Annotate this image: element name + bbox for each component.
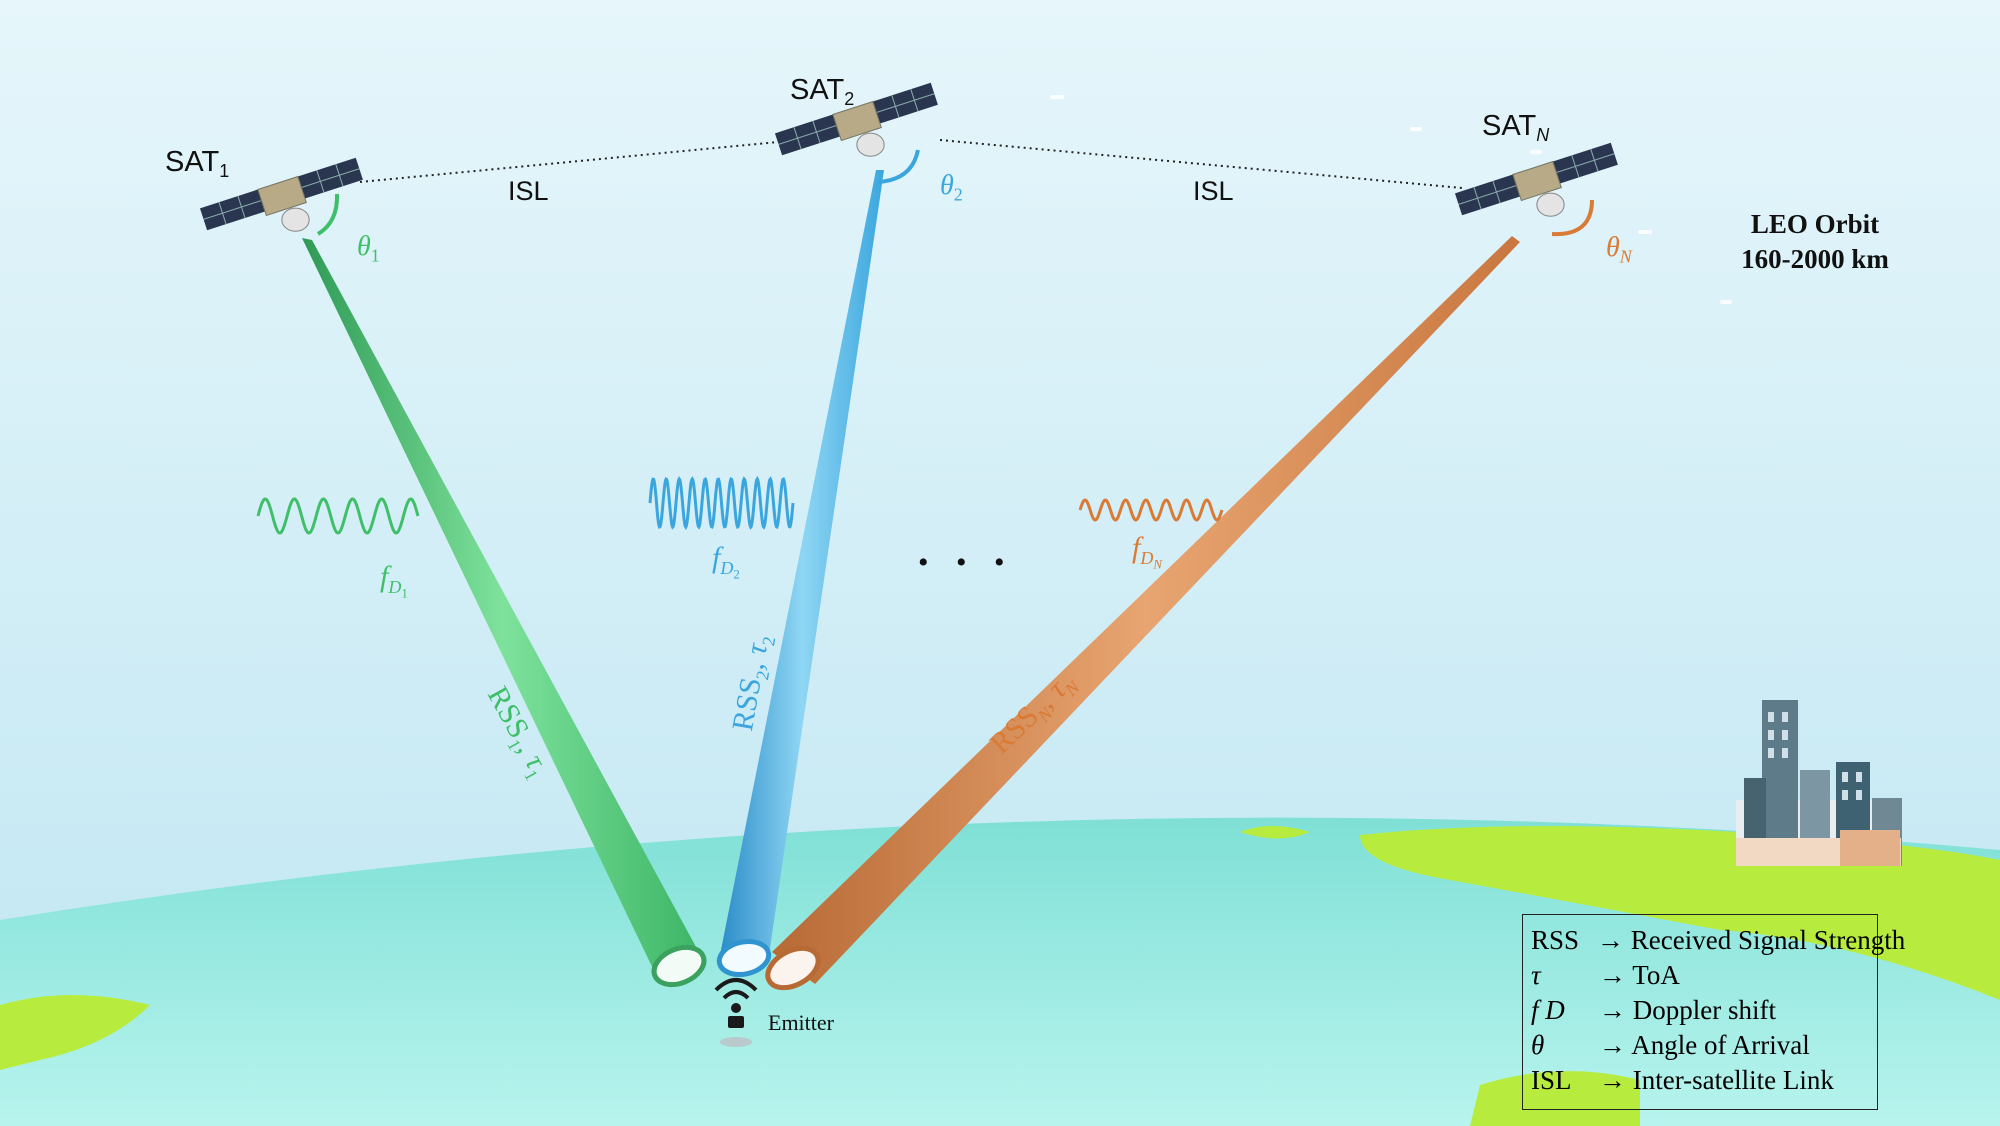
emitter-label: Emitter	[768, 1010, 834, 1035]
earth-land-bottom	[1470, 1071, 1640, 1126]
theta-2-label: θ2	[940, 170, 963, 205]
doppler-wave-2	[648, 475, 795, 531]
legend-symbol: ISL	[1531, 1065, 1572, 1095]
earth-land-right	[1360, 826, 2000, 1000]
legend-symbol: RSS	[1531, 925, 1580, 955]
doppler-wave-1	[256, 497, 420, 535]
legend-description: → Angle of Arrival	[1599, 1030, 1810, 1060]
orbit-altitude: 160-2000 km	[1741, 244, 1889, 275]
isl-label-2: ISL	[1193, 176, 1234, 206]
beam-2-end	[716, 939, 772, 977]
legend-row-rss: RSS → Received Signal Strength	[1523, 921, 1905, 956]
doppler-label-n: fDN	[1132, 531, 1163, 572]
sat-2-label: SAT2	[790, 74, 855, 109]
legend-row-tau: τ → ToA	[1523, 956, 1877, 991]
legend-description: → Doppler shift	[1599, 995, 1776, 1025]
isl-label-1: ISL	[508, 176, 549, 206]
legend-symbol: f D	[1531, 995, 1565, 1025]
legend-row-isl: ISL → Inter-satellite Link	[1523, 1061, 1877, 1096]
legend-box: RSS → Received Signal Strength τ → ToA f…	[1522, 914, 1905, 1110]
orbit-label: LEO Orbit 160-2000 km	[1720, 207, 1910, 277]
sat-n-label: SATN	[1482, 110, 1550, 145]
earth-land-left	[0, 995, 150, 1070]
legend-description: → ToA	[1599, 960, 1680, 990]
isl-link-1-2	[359, 141, 779, 183]
doppler-label-1: fD1	[380, 560, 408, 601]
legend-row-doppler: f D → Doppler shift	[1523, 991, 1877, 1026]
sat-1-label: SAT1	[165, 146, 230, 181]
doppler-wave-n	[1078, 498, 1224, 522]
beam-sat-2	[720, 170, 884, 962]
angle-arc-2	[877, 149, 920, 184]
beam-sat-n	[772, 236, 1520, 984]
legend-description: → Inter-satellite Link	[1599, 1065, 1834, 1095]
doppler-label-2: fD2	[712, 541, 740, 582]
angle-arc-n	[1551, 199, 1594, 237]
beam-1-end	[651, 944, 707, 988]
beam-n-end	[765, 945, 821, 991]
legend-symbol: θ	[1531, 1030, 1545, 1060]
earth-ocean	[0, 817, 2000, 1126]
orbit-name: LEO Orbit	[1750, 209, 1880, 239]
cloud-marks	[1050, 95, 1732, 304]
theta-1-label: θ1	[357, 231, 380, 266]
legend-row-angle: θ → Angle of Arrival	[1523, 1026, 1877, 1061]
beam-sat-1	[302, 238, 702, 975]
theta-n-label: θN	[1606, 232, 1632, 267]
earth-island	[1240, 826, 1310, 839]
emitter-icon	[714, 978, 758, 1047]
more-satellites-ellipsis: • • •	[918, 546, 1015, 579]
angle-arc-1	[316, 193, 340, 236]
city-icon	[1736, 700, 1902, 866]
legend-description: → Received Signal Strength	[1597, 925, 1906, 955]
legend-symbol: τ	[1531, 960, 1541, 990]
